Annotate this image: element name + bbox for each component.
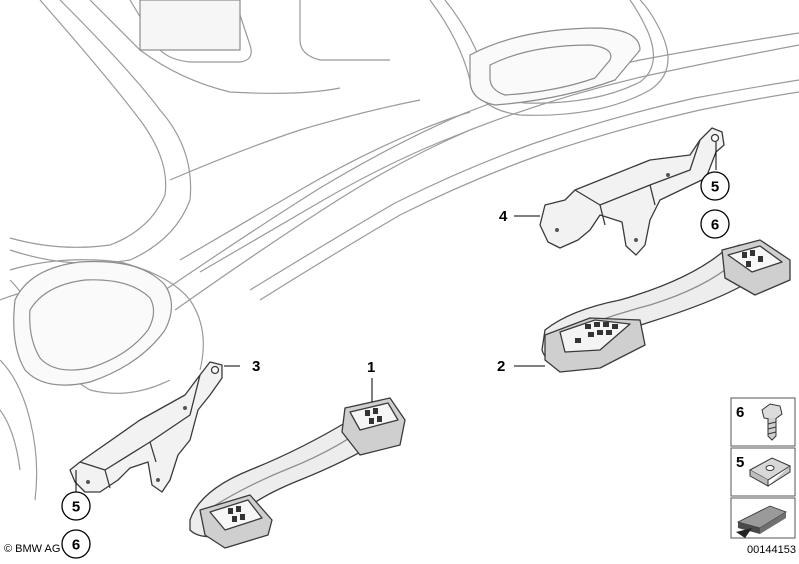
headliner-outline	[0, 0, 799, 501]
front-direction-arrow-icon	[736, 505, 787, 538]
leader-lines	[75, 142, 717, 492]
legend-item-screw: 6	[730, 397, 796, 447]
diagram-id: 00144153	[747, 544, 796, 556]
grab-handle-left	[189, 397, 406, 549]
circle-ref-left-6: 6	[61, 529, 91, 559]
screw-icon	[761, 403, 783, 441]
callout-1: 1	[367, 359, 375, 376]
copyright-text: © BMW AG	[4, 543, 60, 555]
legend-number-5: 5	[736, 454, 744, 471]
legend-number-6: 6	[736, 404, 744, 421]
svg-text:5: 5	[72, 499, 80, 516]
bracket-front	[539, 127, 725, 256]
circle-ref-right-5: 5	[700, 171, 730, 201]
circle-ref-left-5: 5	[61, 491, 91, 521]
legend-item-clip-nut: 5	[730, 447, 796, 497]
clip-nut-icon	[748, 457, 792, 487]
svg-text:6: 6	[72, 537, 80, 554]
callout-3: 3	[252, 358, 260, 375]
headliner-recess-rear	[13, 260, 173, 386]
grab-handle-right	[541, 239, 791, 373]
headliner-recess-front	[139, 0, 641, 106]
svg-text:5: 5	[711, 179, 719, 196]
bracket-rear	[69, 361, 223, 493]
callout-2: 2	[497, 358, 505, 375]
callout-4: 4	[499, 208, 508, 225]
legend-item-arrow	[730, 497, 796, 539]
svg-text:6: 6	[711, 217, 719, 234]
circle-ref-right-6: 6	[700, 209, 730, 239]
